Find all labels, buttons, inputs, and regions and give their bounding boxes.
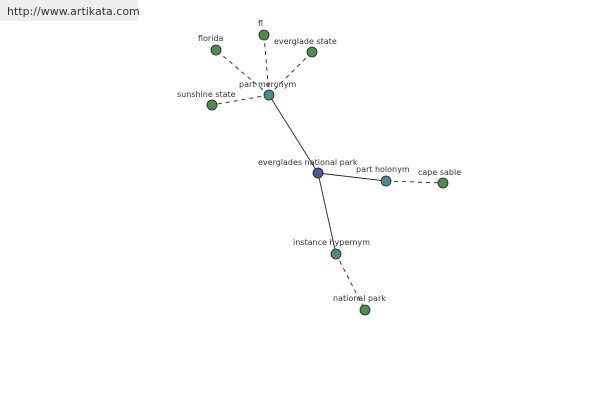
node-center[interactable] — [312, 167, 324, 179]
word-node-fl[interactable] — [258, 29, 270, 41]
edge-part-holonym-cape-sable — [385, 180, 444, 184]
word-label-sunshine-state: sunshine state — [177, 90, 236, 99]
word-label-fl: fl — [258, 19, 263, 28]
edge-part-meronym-sunshine-state — [211, 94, 270, 106]
relation-node-part-holonym[interactable] — [380, 175, 392, 187]
relation-label-part-meronym: part meronym — [239, 80, 296, 89]
url-banner: http://www.artikata.com — [0, 0, 140, 21]
relation-node-instance-hypernym[interactable] — [330, 248, 342, 260]
edge-part-meronym-everglade-state — [268, 51, 313, 96]
edge-center-part-holonym — [317, 172, 387, 182]
relation-label-part-holonym: part holonym — [356, 165, 410, 174]
relation-node-part-meronym[interactable] — [263, 89, 275, 101]
word-node-everglade-state[interactable] — [306, 46, 318, 58]
word-node-national-park[interactable] — [359, 304, 371, 316]
word-label-national-park: national park — [333, 294, 386, 303]
node-label-center: everglades national park — [258, 158, 358, 167]
relation-label-instance-hypernym: instance hypernym — [293, 238, 370, 247]
edge-instance-hypernym-national-park — [335, 253, 366, 311]
edge-part-meronym-fl — [263, 34, 270, 96]
url-link[interactable]: http://www.artikata.com — [7, 5, 140, 18]
word-node-florida[interactable] — [210, 44, 222, 56]
word-label-cape-sable: cape sable — [418, 168, 461, 177]
edge-center-part-meronym — [268, 94, 319, 174]
word-node-cape-sable[interactable] — [437, 177, 449, 189]
word-label-everglade-state: everglade state — [274, 37, 337, 46]
edge-part-meronym-florida — [215, 49, 270, 96]
word-label-florida: florida — [198, 34, 224, 43]
word-node-sunshine-state[interactable] — [206, 99, 218, 111]
edge-center-instance-hypernym — [317, 172, 337, 255]
